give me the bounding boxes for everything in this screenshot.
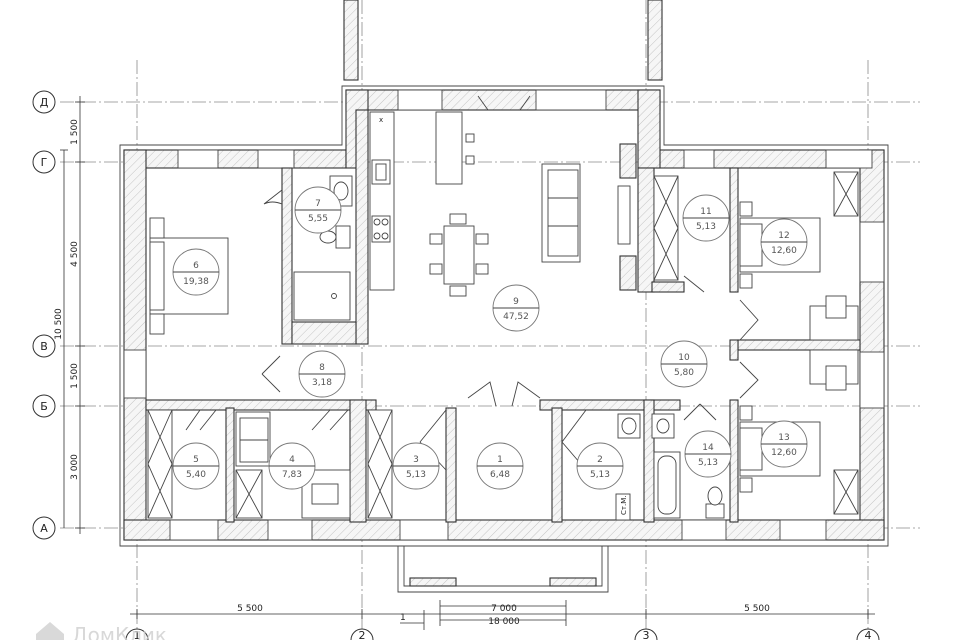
bathroom-7-fixtures: [293, 175, 353, 321]
room-tag-12: 12 12,60: [760, 218, 808, 266]
dim-bottom-4: 5 500: [744, 604, 770, 614]
dim-bottom-2: 7 000: [491, 604, 517, 614]
room-tag-13: 13 12,60: [760, 420, 808, 468]
room-number: 12: [778, 231, 789, 241]
dim-left-4: 1 500: [70, 363, 80, 389]
room-number: 7: [315, 199, 321, 209]
top-terrace: [343, 0, 663, 81]
room-area: 5,55: [308, 214, 328, 224]
kitchen-fixtures: х: [369, 111, 475, 291]
axis-label-v: В: [40, 340, 48, 353]
dim-bottom-3: 18 000: [488, 617, 520, 627]
room-tag-3: 3 5,13: [392, 442, 440, 490]
room-area: 5,13: [696, 222, 716, 232]
room-number: 9: [513, 297, 519, 307]
room-number: 1: [497, 455, 503, 465]
section-mark-label: 1: [400, 613, 406, 623]
closet-3: [367, 409, 393, 519]
room-number: 10: [678, 353, 690, 363]
windows: [123, 89, 885, 541]
room-tag-5: 5 5,40: [172, 442, 220, 490]
section-mark: 1: [400, 610, 425, 630]
room-tag-6: 6 19,38: [172, 248, 220, 296]
dim-left-3: 10 500: [54, 308, 64, 340]
room-number: 11: [700, 207, 711, 217]
room-tag-1: 1 6,48: [476, 442, 524, 490]
bottom-dimensions: 5 500 7 000 18 000 5 500: [130, 600, 875, 627]
axis-label-col-3: 3: [643, 629, 650, 640]
room-area: 5,13: [590, 470, 610, 480]
left-dimensions: 1 500 4 500 10 500 1 500 3 000: [54, 96, 85, 534]
room-area: 3,18: [312, 378, 332, 388]
sofa: [541, 143, 637, 291]
room-number: 2: [597, 455, 603, 465]
room-area: 19,38: [183, 277, 209, 287]
room-area: 12,60: [771, 448, 797, 458]
room-tag-14: 14 5,13: [684, 430, 732, 478]
bathroom-14-fixtures: [651, 413, 725, 519]
room-number: 13: [778, 433, 789, 443]
kitchen-mark: х: [379, 116, 383, 124]
axis-label-col-4: 4: [865, 629, 872, 640]
room-4-fixtures: [235, 411, 351, 519]
axis-row-b: Б: [32, 394, 56, 418]
axis-label-g: Г: [41, 156, 48, 169]
watermark-text: ДомКлик: [72, 623, 167, 640]
axis-col-2: 2: [350, 628, 374, 640]
room-tag-11: 11 5,13: [682, 194, 730, 242]
dim-left-2: 4 500: [70, 241, 80, 267]
axis-label-b: Б: [40, 400, 48, 413]
room-number: 3: [413, 455, 419, 465]
room-area: 7,83: [282, 470, 302, 480]
room-number: 6: [193, 261, 199, 271]
watermark: ДомКлик: [36, 622, 167, 640]
room-tag-9: 9 47,52: [492, 284, 540, 332]
axis-label-a: А: [40, 522, 48, 535]
closet-11: [653, 175, 679, 281]
room-tag-10: 10 5,80: [660, 340, 708, 388]
axis-label-col-1: 1: [134, 629, 141, 640]
axis-row-d: Д: [32, 90, 56, 114]
dim-left-5: 3 000: [70, 454, 80, 480]
room-area: 12,60: [771, 246, 797, 256]
interior-walls: [145, 109, 861, 523]
axis-col-1: 1: [125, 628, 149, 640]
axis-label-d: Д: [40, 96, 49, 109]
closet-5: [147, 409, 173, 519]
room-area: 5,13: [406, 470, 426, 480]
room-tag-7: 7 5,55: [294, 186, 342, 234]
bottom-porch: [397, 546, 609, 593]
room-2-fixtures: Ст.М.: [615, 413, 641, 521]
room-tag-2: 2 5,13: [576, 442, 624, 490]
axis-row-a: А: [32, 516, 56, 540]
room-number: 8: [319, 363, 325, 373]
room-area: 5,80: [674, 368, 694, 378]
room-tag-4: 4 7,83: [268, 442, 316, 490]
axis-label-col-2: 2: [359, 629, 366, 640]
room-area: 6,48: [490, 470, 510, 480]
room-area: 5,40: [186, 470, 206, 480]
axis-row-g: Г: [32, 150, 56, 174]
room-area: 5,13: [698, 458, 718, 468]
dim-bottom-1: 5 500: [237, 604, 263, 614]
room-area: 47,52: [503, 312, 529, 322]
axis-col-4: 4: [856, 628, 880, 640]
room-number: 14: [702, 443, 714, 453]
room-tag-8: 8 3,18: [298, 350, 346, 398]
room-number: 4: [289, 455, 295, 465]
wc-mark: Ст.М.: [620, 496, 628, 515]
dining-table: [429, 213, 489, 297]
dim-left-1: 1 500: [70, 119, 80, 145]
axis-col-3: 3: [634, 628, 658, 640]
axis-row-v: В: [32, 334, 56, 358]
room-number: 5: [193, 455, 199, 465]
